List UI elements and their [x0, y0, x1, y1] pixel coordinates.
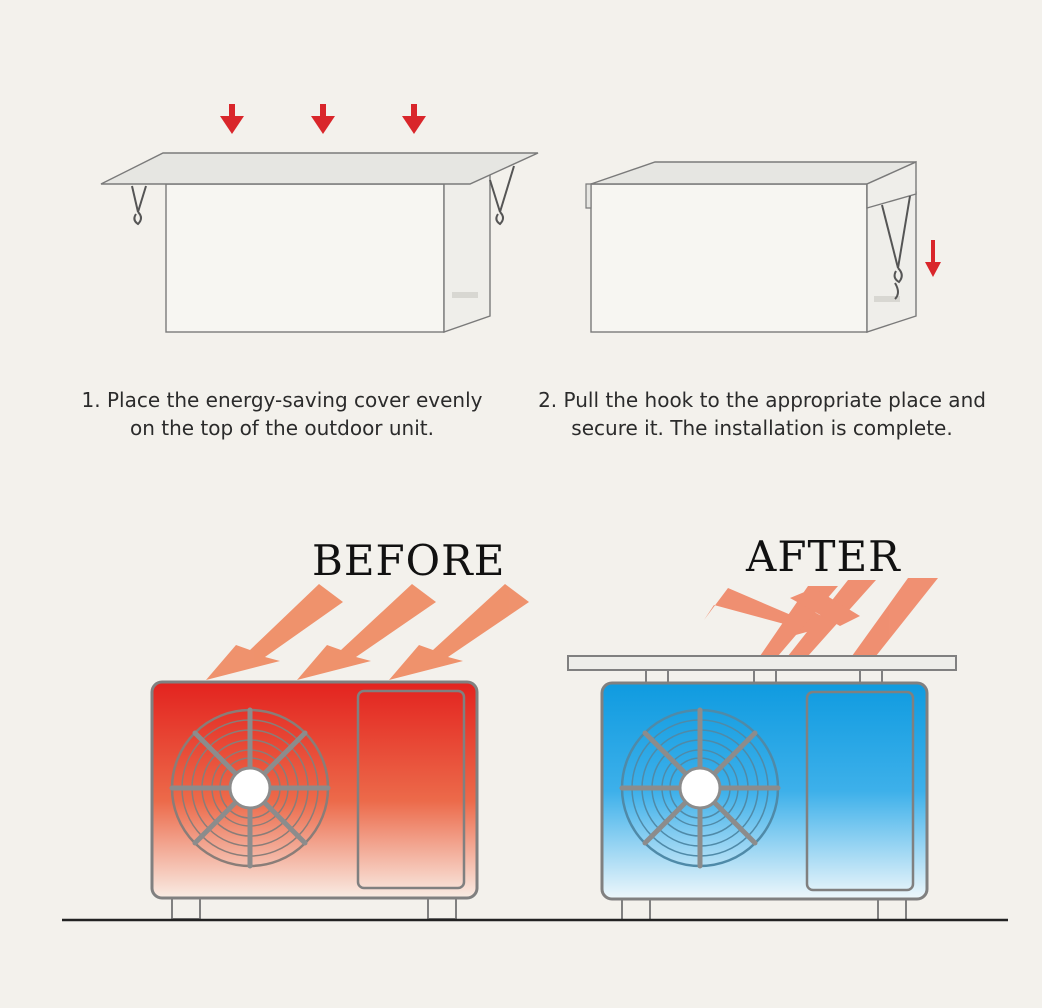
step2-illustration	[585, 160, 941, 333]
side-panel	[805, 690, 915, 892]
down-arrow-icon	[311, 104, 335, 134]
outdoor-unit-box	[590, 183, 917, 333]
cover-side-flap	[866, 160, 917, 209]
step2-caption: 2. Pull the hook to the appropriate plac…	[522, 386, 1002, 442]
hook-icon	[489, 165, 515, 226]
before-label: BEFORE	[312, 536, 506, 585]
down-arrow-icon	[402, 104, 426, 134]
outdoor-unit-cool	[600, 681, 929, 901]
after-illustration	[567, 578, 957, 921]
outdoor-unit-box	[165, 169, 491, 333]
step1-caption: 1. Place the energy-saving cover evenly …	[42, 386, 522, 442]
step1-caption-line1: 1. Place the energy-saving cover evenly	[81, 388, 483, 412]
energy-saving-cover	[567, 655, 957, 671]
side-panel	[356, 689, 466, 890]
down-arrow-icon	[925, 240, 941, 277]
energy-saving-cover	[100, 152, 539, 185]
hook-icon	[131, 185, 147, 226]
before-illustration	[150, 584, 529, 920]
down-arrow-icon	[220, 104, 244, 134]
step1-illustration	[100, 104, 539, 333]
step2-caption-line2: secure it. The installation is complete.	[571, 416, 953, 440]
fan-icon	[619, 707, 781, 869]
hook-icon	[881, 195, 911, 300]
sun-ray-arrow-icon	[206, 584, 529, 680]
sun-ray-arrow-icon	[704, 578, 938, 656]
after-label: AFTER	[746, 532, 901, 581]
step2-caption-line1: 2. Pull the hook to the appropriate plac…	[538, 388, 986, 412]
step1-caption-line2: on the top of the outdoor unit.	[129, 416, 434, 440]
energy-saving-cover	[590, 161, 917, 185]
fan-icon	[169, 707, 331, 869]
cover-front-flap	[585, 183, 592, 209]
